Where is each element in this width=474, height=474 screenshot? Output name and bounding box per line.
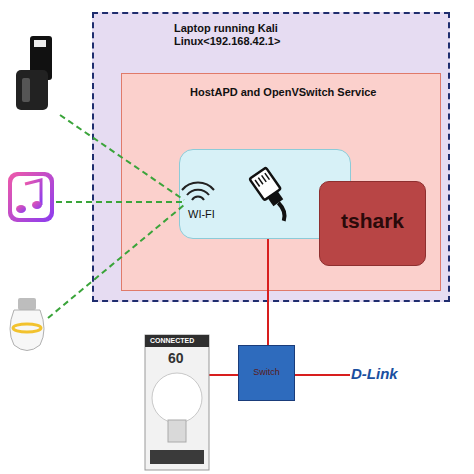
node-text: Switch <box>239 367 294 378</box>
product-label: CONNECTED <box>150 337 194 345</box>
ethernet-wire <box>208 374 238 376</box>
ethernet-wire <box>295 374 350 376</box>
usb-device-icon <box>16 36 52 110</box>
node-box: HostAPD and OpenVSwitch ServiceWI-FI tsha… <box>121 73 441 291</box>
node-box: tshark <box>319 181 426 266</box>
node-text: tshark <box>320 208 425 233</box>
node-text: HostAPD and OpenVSwitch Service <box>190 86 430 99</box>
node-text: WI-FI <box>188 208 228 221</box>
connected-bulb-package <box>145 335 209 470</box>
brand-label: D-Link <box>351 366 398 383</box>
wattage-label: 60 <box>168 351 184 366</box>
smart-bulb-icon <box>10 298 44 351</box>
node-box: Switch <box>238 345 295 401</box>
node-text: Laptop running Kali Linux<192.168.42.1> <box>174 22 304 48</box>
music-app-icon <box>8 172 54 222</box>
node-box: Laptop running Kali Linux<192.168.42.1> H… <box>92 12 450 302</box>
